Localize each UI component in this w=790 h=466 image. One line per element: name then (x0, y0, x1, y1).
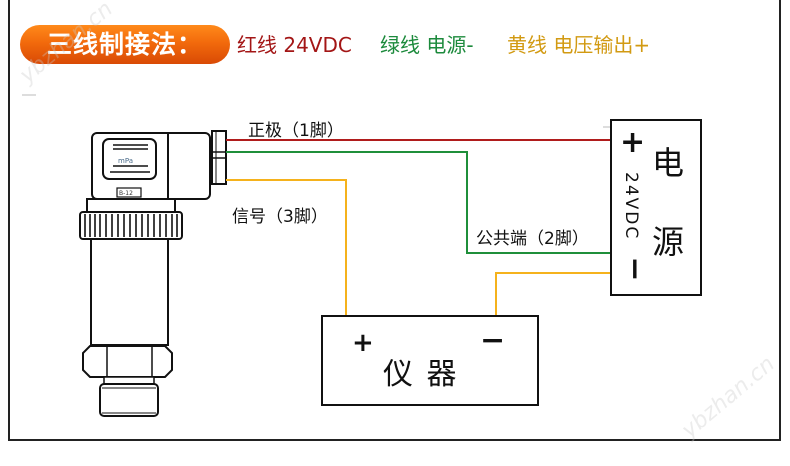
display-unit: mPa (118, 157, 133, 165)
legend-green-wire: 绿线 电源- (380, 33, 474, 57)
instrument-plus-symbol: + (352, 328, 374, 358)
thread-fitting (99, 383, 159, 417)
wire-yellow-return (495, 272, 611, 316)
pressure-transmitter-icon (79, 130, 227, 417)
power-supply-box (610, 119, 702, 296)
power-plus-symbol: + (620, 125, 646, 160)
model-tag (116, 187, 142, 198)
instrument-label: 仪 器 (383, 357, 459, 392)
wire-green-common (226, 151, 611, 254)
hex-nut (82, 345, 173, 378)
power-label-char1: 电 (652, 144, 685, 182)
diagram-frame (8, 0, 781, 441)
instrument-minus-symbol: − (480, 323, 506, 358)
legend-red-wire: 红线 24VDC (237, 33, 352, 57)
wire-yellow-signal (226, 179, 347, 316)
power-minus-symbol: − (617, 256, 653, 282)
power-label-char2: 源 (652, 223, 685, 261)
signal-pin-label: 信号（3脚） (232, 207, 328, 227)
power-voltage: 24VDC (621, 172, 641, 241)
positive-pin-label: 正极（1脚） (248, 121, 344, 141)
transmitter-body (90, 238, 169, 346)
model-tag-text: B-12 (119, 190, 133, 197)
instrument-box (321, 315, 539, 406)
common-pin-label: 公共端（2脚） (476, 229, 589, 249)
title-badge: 三线制接法： (20, 25, 230, 64)
legend-yellow-wire: 黄线 电压输出+ (507, 33, 651, 57)
